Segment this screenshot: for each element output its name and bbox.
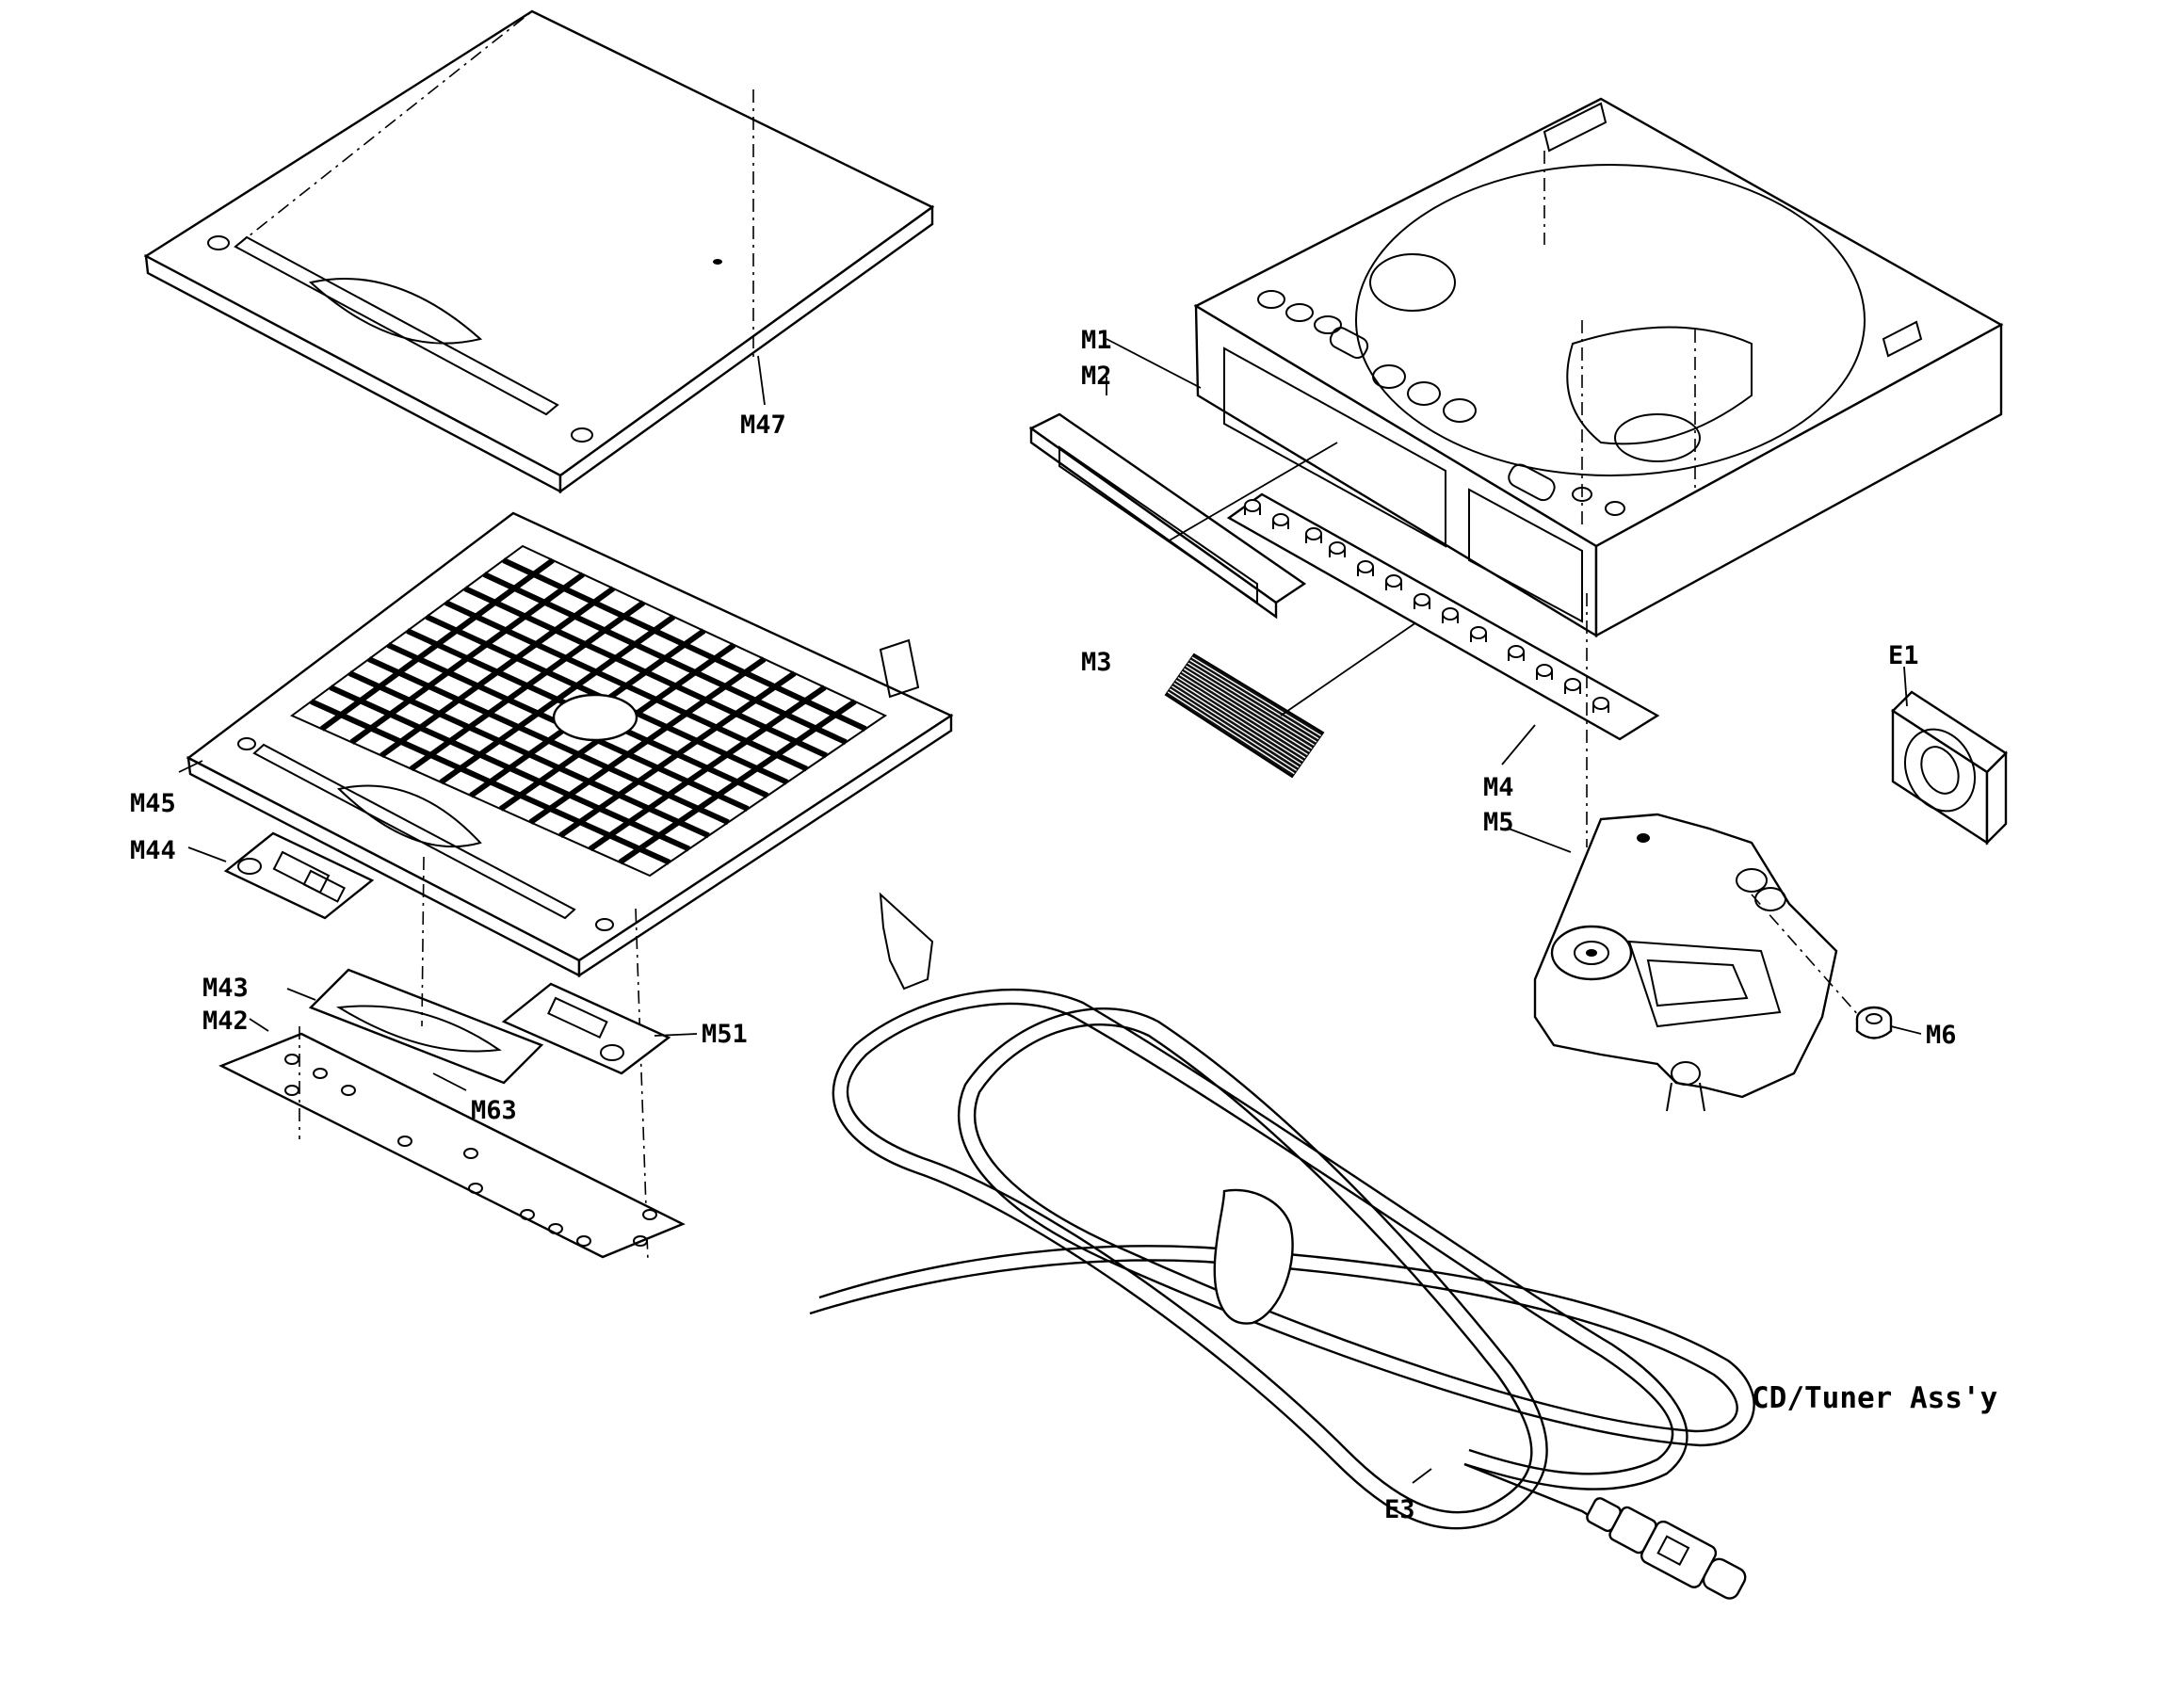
label-m4: M4 [1483, 773, 1514, 802]
label-m63: M63 [471, 1096, 517, 1125]
label-m42: M42 [202, 1007, 249, 1036]
lid-cover-m47 [143, 9, 935, 494]
label-e1: E1 [1888, 641, 1919, 670]
leader-lines [178, 338, 1922, 1484]
label-m44: M44 [130, 836, 176, 865]
speaker-e1 [1891, 690, 2008, 846]
label-m45: M45 [130, 789, 176, 818]
speaker-mesh-m3 [1164, 611, 1432, 779]
switch-holder-m43 [308, 856, 544, 1085]
part-labels: M47 M45 M44 M43 M42 M63 M51 M1 M2 M3 M4 … [130, 326, 1997, 1524]
label-e3: E3 [1384, 1495, 1415, 1524]
label-m3: M3 [1081, 648, 1112, 677]
antenna-cable-e3 [809, 988, 1755, 1600]
bracket-m51 [501, 982, 671, 1075]
label-m2: M2 [1081, 362, 1112, 391]
diagram-title: CD/Tuner Ass'y [1752, 1381, 1997, 1415]
pickup-mechanism-m5 [1533, 813, 1861, 1112]
label-m47: M47 [740, 411, 786, 440]
control-pcb-m4 [1226, 492, 1660, 847]
bracket-m44 [223, 831, 375, 920]
tray-grille-m45 [186, 511, 954, 1263]
label-m1: M1 [1081, 326, 1112, 355]
label-m5: M5 [1483, 808, 1514, 837]
display-window-m2 [1028, 412, 1338, 620]
pcb-strip-m42 [218, 1026, 686, 1259]
rubber-foot-m6 [1855, 1006, 1893, 1039]
label-m43: M43 [202, 974, 249, 1003]
label-m51: M51 [702, 1020, 748, 1049]
label-m6: M6 [1926, 1021, 1957, 1050]
cd-body-chassis [1193, 97, 2004, 638]
